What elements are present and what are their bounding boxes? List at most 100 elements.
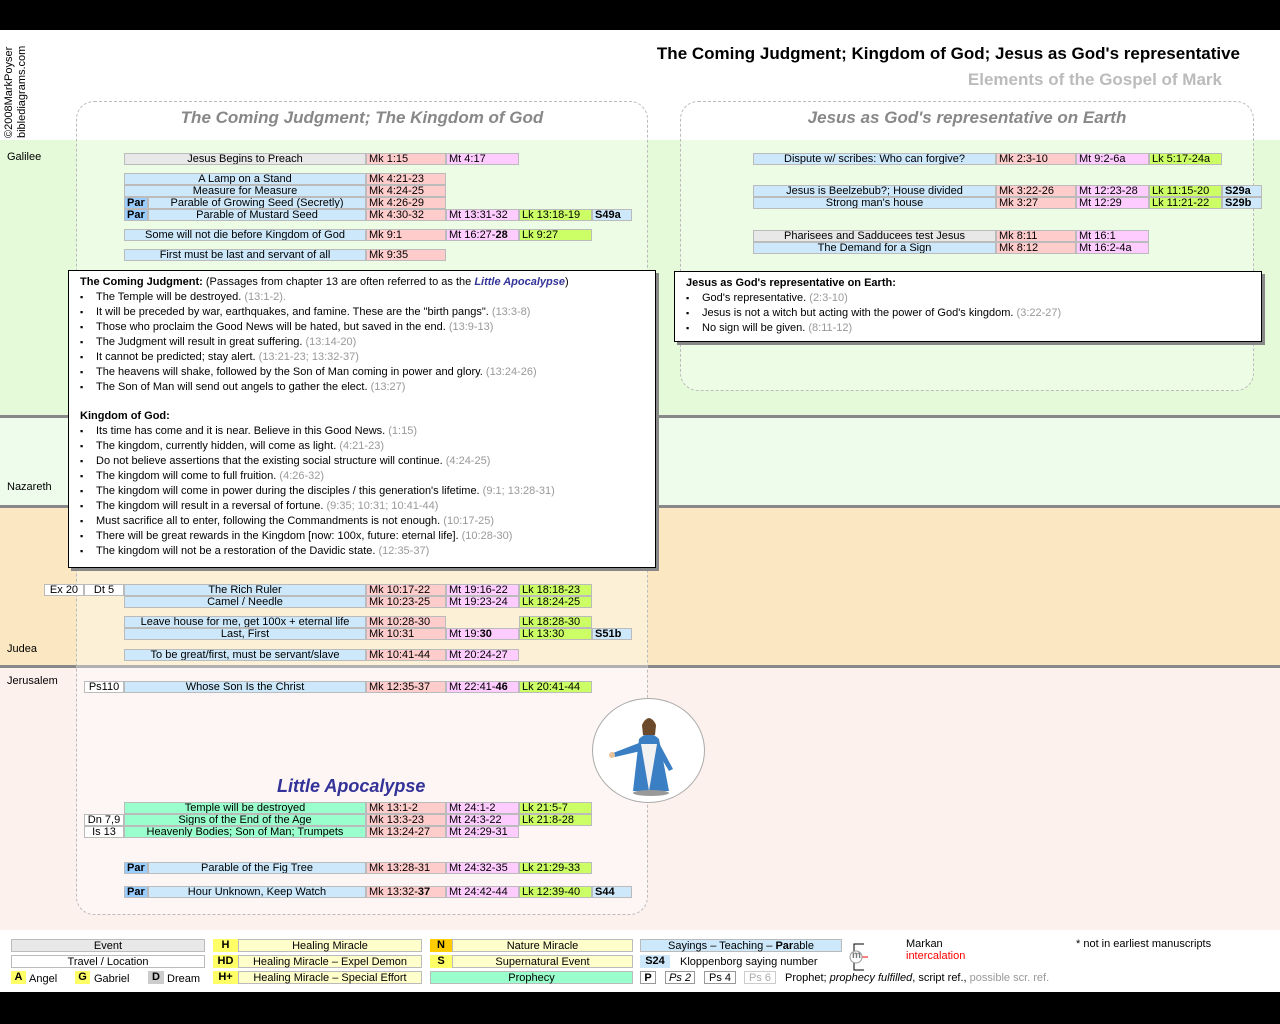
mark-ref: Mk 13:1-2 [366,802,446,814]
list-item: The kingdom will result in a reversal of… [80,499,644,514]
luke-ref: Lk 13:18-19 [519,209,592,221]
matthew-ref: Mt 19:30 [446,628,519,640]
matthew-ref: Mt 19:23-24 [446,596,519,608]
row-label: Leave house for me, get 100x + eternal l… [124,616,366,628]
legend-script-ref: , script ref., [912,972,970,984]
row-label: To be great/first, must be servant/slave [124,649,366,661]
verse-ref: (1:15) [388,425,417,437]
legend-prophecy: Prophecy [430,971,633,984]
mark-ref: Mk 8:12 [996,242,1076,254]
mark-ref: Mk 9:1 [366,229,446,241]
mark-ref: Mk 3:27 [996,197,1076,209]
mark-ref: Mk 13:24-27 [366,826,446,838]
verse-ref: (4:21-23) [339,440,384,452]
mark-ref: Mk 10:17-22 [366,584,446,596]
list-item: The kingdom will come in power during th… [80,484,644,499]
top-bar [0,0,1280,30]
legend-travel: Travel / Location [11,955,205,968]
representative-heading: Jesus as God's representative on Earth: [686,277,896,289]
row-label: Jesus Begins to Preach [124,153,366,165]
luke-ref: Lk 9:27 [519,229,592,241]
verse-ref: (8:11-12) [808,322,853,334]
luke-ref: Lk 20:41-44 [519,681,592,693]
verse-ref: (13:9-13) [448,321,494,333]
list-item: God's representative. (2:3-10) [686,291,1250,306]
matthew-ref: Mt 24:1-2 [446,802,519,814]
legend-hd-tag: HD [213,955,238,968]
kingdom-list: Its time has come and it is near. Believ… [80,424,644,559]
matthew-ref: Mt 24:29-31 [446,826,519,838]
luke-ref: Lk 18:28-30 [519,616,592,628]
row-label: Hour Unknown, Keep Watch [148,886,366,898]
luke-ref: Lk 13:30 [519,628,592,640]
matthew-ref: Mt 22:41-46 [446,681,519,693]
list-item: The Judgment will result in great suffer… [80,335,644,350]
jesus-illustration [592,698,705,803]
list-item: Jesus is not a witch but acting with the… [686,306,1250,321]
kingdom-heading: Kingdom of God: [80,410,170,422]
little-apocalypse-label: Little Apocalypse [277,776,426,796]
mark-ref: Mk 4:30-32 [366,209,446,221]
list-item: The kingdom, currently hidden, will come… [80,439,644,454]
judgment-intro: (Passages from chapter 13 are often refe… [202,276,475,288]
mark-ref: Mk 4:24-25 [366,185,446,197]
list-item: The Temple will be destroyed. (13:1-2). [80,290,644,305]
little-apocalypse-term: Little Apocalypse [474,276,565,288]
legend-prophet: Prophet; [785,972,830,984]
representative-list: God's representative. (2:3-10)Jesus is n… [686,291,1250,336]
legend-h-tag: H [213,939,238,952]
row-label: Temple will be destroyed [124,802,366,814]
luke-ref: Lk 11:15-20 [1149,185,1222,197]
mark-ref: Mk 10:41-44 [366,649,446,661]
list-item: Must sacrifice all to enter, following t… [80,514,644,529]
intercalation-icon: m [828,940,872,974]
matthew-ref: Mt 16:1 [1076,230,1149,242]
legend-p-tag: P [640,971,656,984]
m-icon-letter: m [852,950,861,961]
verse-ref: (10:17-25) [443,515,495,527]
luke-ref: Lk 12:39-40 [519,886,592,898]
list-item: Do not believe assertions that the exist… [80,454,644,469]
matthew-ref: Mt 12:29 [1076,197,1149,209]
legend-event: Event [11,939,205,952]
judgment-heading: The Coming Judgment: (Passages from chap… [80,275,644,290]
legend-kloppenborg: Kloppenborg saying number [680,956,818,968]
mark-ref: Mk 13:32-37 [366,886,446,898]
ot-ref: Ex 20 [44,584,84,596]
verse-ref: (13:1-2). [244,291,286,303]
popup-coming-judgment: The Coming Judgment: (Passages from chap… [68,270,656,568]
matthew-ref: Mt 19:16-22 [446,584,519,596]
legend-dream: Dream [167,973,201,985]
credit: ©2008MarkPoyser biblediagrams.com [3,28,29,138]
luke-ref: Lk 18:24-25 [519,596,592,608]
list-item: The kingdom will come to full fruition. … [80,469,644,484]
list-item: It cannot be predicted; stay alert. (13:… [80,350,644,365]
row-label: Jesus is Beelzebub?; House divided [753,185,996,197]
legend-hplus-tag: H+ [213,971,238,984]
legend-sayings: Sayings – Teaching – Parable [640,939,842,952]
legend-intercalation: intercalation [906,950,966,962]
verse-ref: (12:35-37) [378,545,430,557]
row-label: A Lamp on a Stand [124,173,366,185]
judgment-intro-end: ) [564,276,569,288]
kloppenborg-ref: S49a [592,209,632,221]
mark-ref: Mk 10:23-25 [366,596,446,608]
legend-nature: Nature Miracle [452,939,633,952]
row-label: The Demand for a Sign [753,242,996,254]
divider [0,665,1280,668]
verse-ref: (9:1; 13:28-31) [482,485,555,497]
luke-ref: Lk 21:29-33 [519,862,592,874]
judgment-title: The Coming Judgment: [80,276,203,288]
mark-ref: Mk 9:35 [366,249,446,261]
kloppenborg-ref: S51b [592,628,632,640]
page-subtitle: Elements of the Gospel of Mark [967,70,1222,89]
kloppenborg-ref: S29a [1222,185,1262,197]
legend-fulfilled: prophecy fulfilled [829,972,913,984]
judgment-list: The Temple will be destroyed. (13:1-2). I… [80,290,644,395]
mark-ref: Mk 4:21-23 [366,173,446,185]
ot-ref: Dn 7,9 [84,814,124,826]
matthew-ref: Mt 24:3-22 [446,814,519,826]
mark-ref: Mk 13:28-31 [366,862,446,874]
credit-site: biblediagrams.com [16,45,28,138]
luke-ref: Lk 21:8-28 [519,814,592,826]
